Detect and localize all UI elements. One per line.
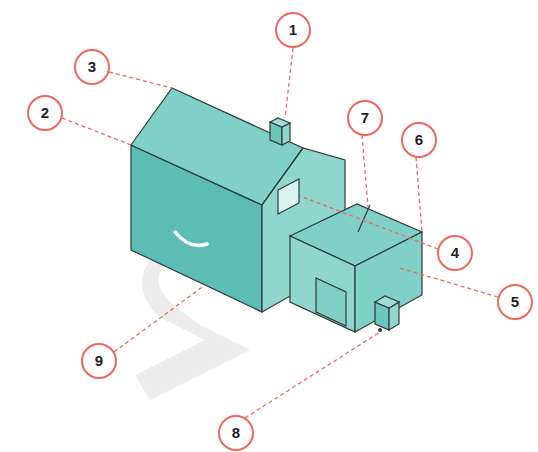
window xyxy=(278,179,299,214)
garage-door xyxy=(316,278,346,326)
garage-front xyxy=(290,236,355,332)
callout-number: 3 xyxy=(75,50,109,84)
callout-number: 1 xyxy=(276,13,310,47)
callout-number: 4 xyxy=(438,236,472,270)
callout-number: 6 xyxy=(402,123,436,157)
callout-circles xyxy=(28,13,532,450)
callout-number: 9 xyxy=(82,344,116,378)
garage-side xyxy=(355,232,422,332)
smile xyxy=(175,232,207,246)
callout-number: 2 xyxy=(28,96,62,130)
callout-number: 5 xyxy=(498,285,532,319)
callout-number: 7 xyxy=(348,101,382,135)
leader-lines xyxy=(62,48,498,418)
callout-number: 8 xyxy=(219,416,253,450)
